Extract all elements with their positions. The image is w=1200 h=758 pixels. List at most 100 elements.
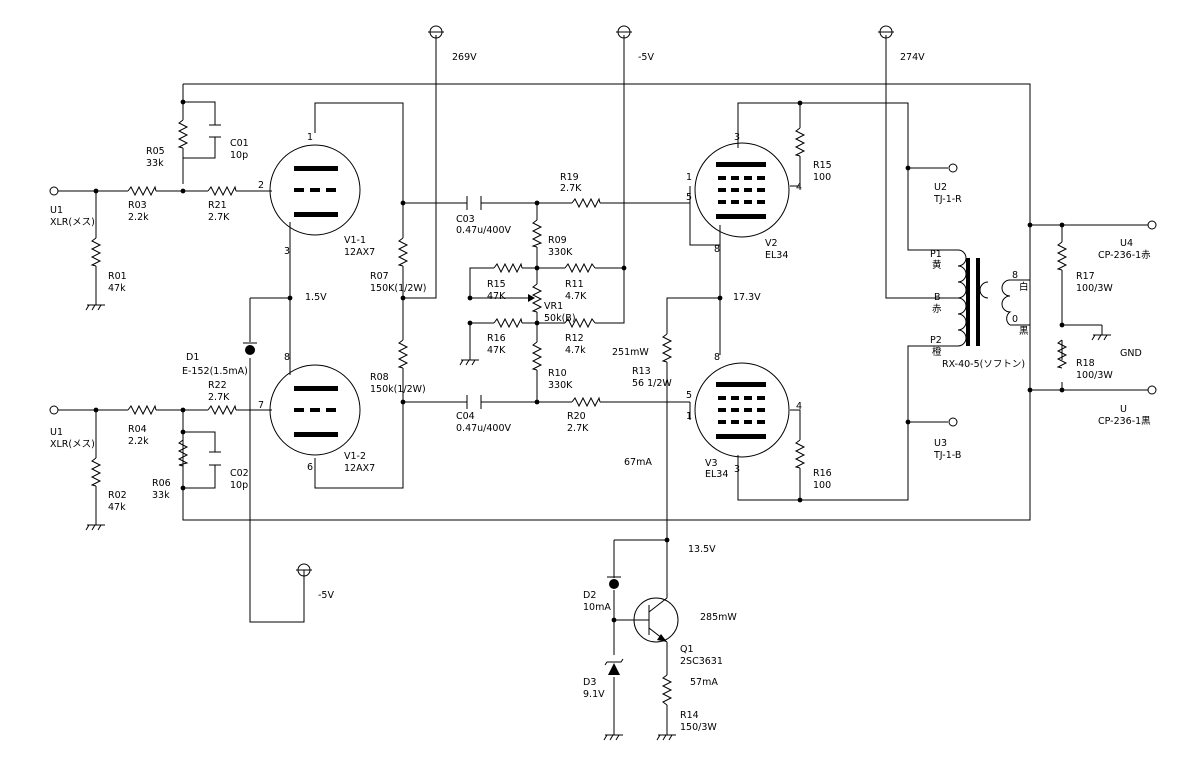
r04-value: 2.2k [128,436,149,447]
r08-ref: R08 [370,372,389,383]
v1-2-type: 12AX7 [344,463,375,474]
rail-minus5v-bottom-label: -5V [318,590,334,601]
u4-ref: U4 [1120,238,1133,249]
vr1-wiper-arrow [528,294,535,302]
v3-pin8: 8 [714,352,720,363]
v2-pin4: 4 [796,182,802,193]
rail-terminals [296,25,894,577]
v1-1-type: 12AX7 [344,247,375,258]
r16-right-value: 100 [813,480,831,491]
r15-right-ref: R15 [813,160,832,171]
r06-value: 33k [152,490,170,501]
d1-ref: D1 [186,352,199,363]
u4-type: CP-236-1赤 [1098,250,1151,261]
r18-ref: R18 [1076,358,1095,369]
u1-bottom-name: XLR(メス) [50,439,95,450]
r05-ref: R05 [146,146,165,157]
v2-pin8: 8 [714,244,720,255]
u-type: CP-236-1黒 [1098,416,1151,427]
r01-ref: R01 [108,271,127,282]
u2-type: TJ-1-R [933,194,962,205]
u2-ref: U2 [934,182,947,193]
v11-pin-cathode: 3 [284,246,290,257]
c04-value: 0.47u/400V [456,423,512,434]
transformer-p1-color: 黄 [932,259,942,271]
r20-ref: R20 [567,411,586,422]
transformer-s0-color: 黒 [1019,326,1029,337]
tube-v2 [694,142,790,238]
r08-value: 150k(1/2W) [370,384,426,395]
transformer-s8-color: 白 [1019,281,1029,293]
v2-pin1: 1 [686,172,692,183]
r02-ref: R02 [108,490,127,501]
r06-ref: R06 [152,478,171,489]
r17-ref: R17 [1076,271,1095,282]
r22-ref: R22 [208,380,227,391]
d2-value: 10mA [583,602,611,613]
tube-v1-1 [269,144,361,236]
q1-type: 2SC3631 [680,656,723,667]
r13-value: 56 1/2W [632,378,672,389]
r14-value: 150/3W [680,722,717,733]
r13-ref: R13 [632,366,651,377]
r20-value: 2.7K [567,423,589,434]
r16-right-ref: R16 [813,468,832,479]
resistor-bodies [90,119,1068,706]
voltage-1-5v: 1.5V [305,292,327,303]
v3-type: EL34 [705,469,728,480]
r15-right-value: 100 [813,172,831,183]
ground-symbols [85,304,1111,741]
r10-ref: R10 [548,368,567,379]
transformer-p2-color: 橙 [932,346,942,358]
junction-dots [93,99,1065,623]
diode-d2 [607,576,621,589]
io-terminals [49,163,1157,427]
u3-ref: U3 [934,438,947,449]
vr1-value: 50k(B) [544,313,576,324]
r16-left-ref: R16 [487,333,506,344]
rail-minus5v-top-label: -5V [638,52,654,63]
v3-ref: V3 [705,458,718,469]
v1-1-ref: V1-1 [344,235,366,246]
transformer-s8: 8 [1012,270,1018,281]
vr1-ref: VR1 [544,301,563,312]
c01-value: 10p [230,150,248,161]
power-251mw: 251mW [612,347,649,358]
r02-value: 47k [108,502,126,513]
v2-ref: V2 [765,238,778,249]
v1-2-ref: V1-2 [344,451,366,462]
c04-ref: C04 [456,411,475,422]
v3-pin1: 1 [686,411,692,422]
r19-ref: R19 [560,172,579,183]
d1-value: E-152(1.5mA) [182,366,248,377]
zener-d3 [604,658,624,675]
transformer-name: RX-40-5(ソフトン) [942,359,1025,370]
r21-value: 2.7K [208,212,230,223]
r09-ref: R09 [548,235,567,246]
v3-pin4: 4 [796,401,802,412]
r15-left-ref: R15 [487,279,506,290]
r21-ref: R21 [208,200,227,211]
voltage-13-5v: 13.5V [688,544,716,555]
c01-ref: C01 [230,138,249,149]
voltage-17-3v: 17.3V [733,292,761,303]
u1-bottom-ref: U1 [50,427,63,438]
c02-ref: C02 [230,468,249,479]
r09-value: 330K [548,247,573,258]
r05-value: 33k [146,158,164,169]
r17-value: 100/3W [1076,283,1113,294]
v3-pin3: 3 [734,464,740,475]
current-67ma: 67mA [624,457,652,468]
diode-d1 [243,342,257,355]
rail-274v-label: 274V [900,52,925,63]
gnd-label: GND [1120,348,1142,359]
u-ref: U [1120,404,1127,415]
tube-v3 [694,362,790,458]
r16-left-value: 47K [487,345,506,356]
v2-pin5: 5 [686,192,692,203]
transformer-b: B [934,292,941,303]
v12-pin-plate: 6 [307,462,313,473]
u3-type: TJ-1-B [933,450,961,461]
q1-ref: Q1 [680,644,694,655]
